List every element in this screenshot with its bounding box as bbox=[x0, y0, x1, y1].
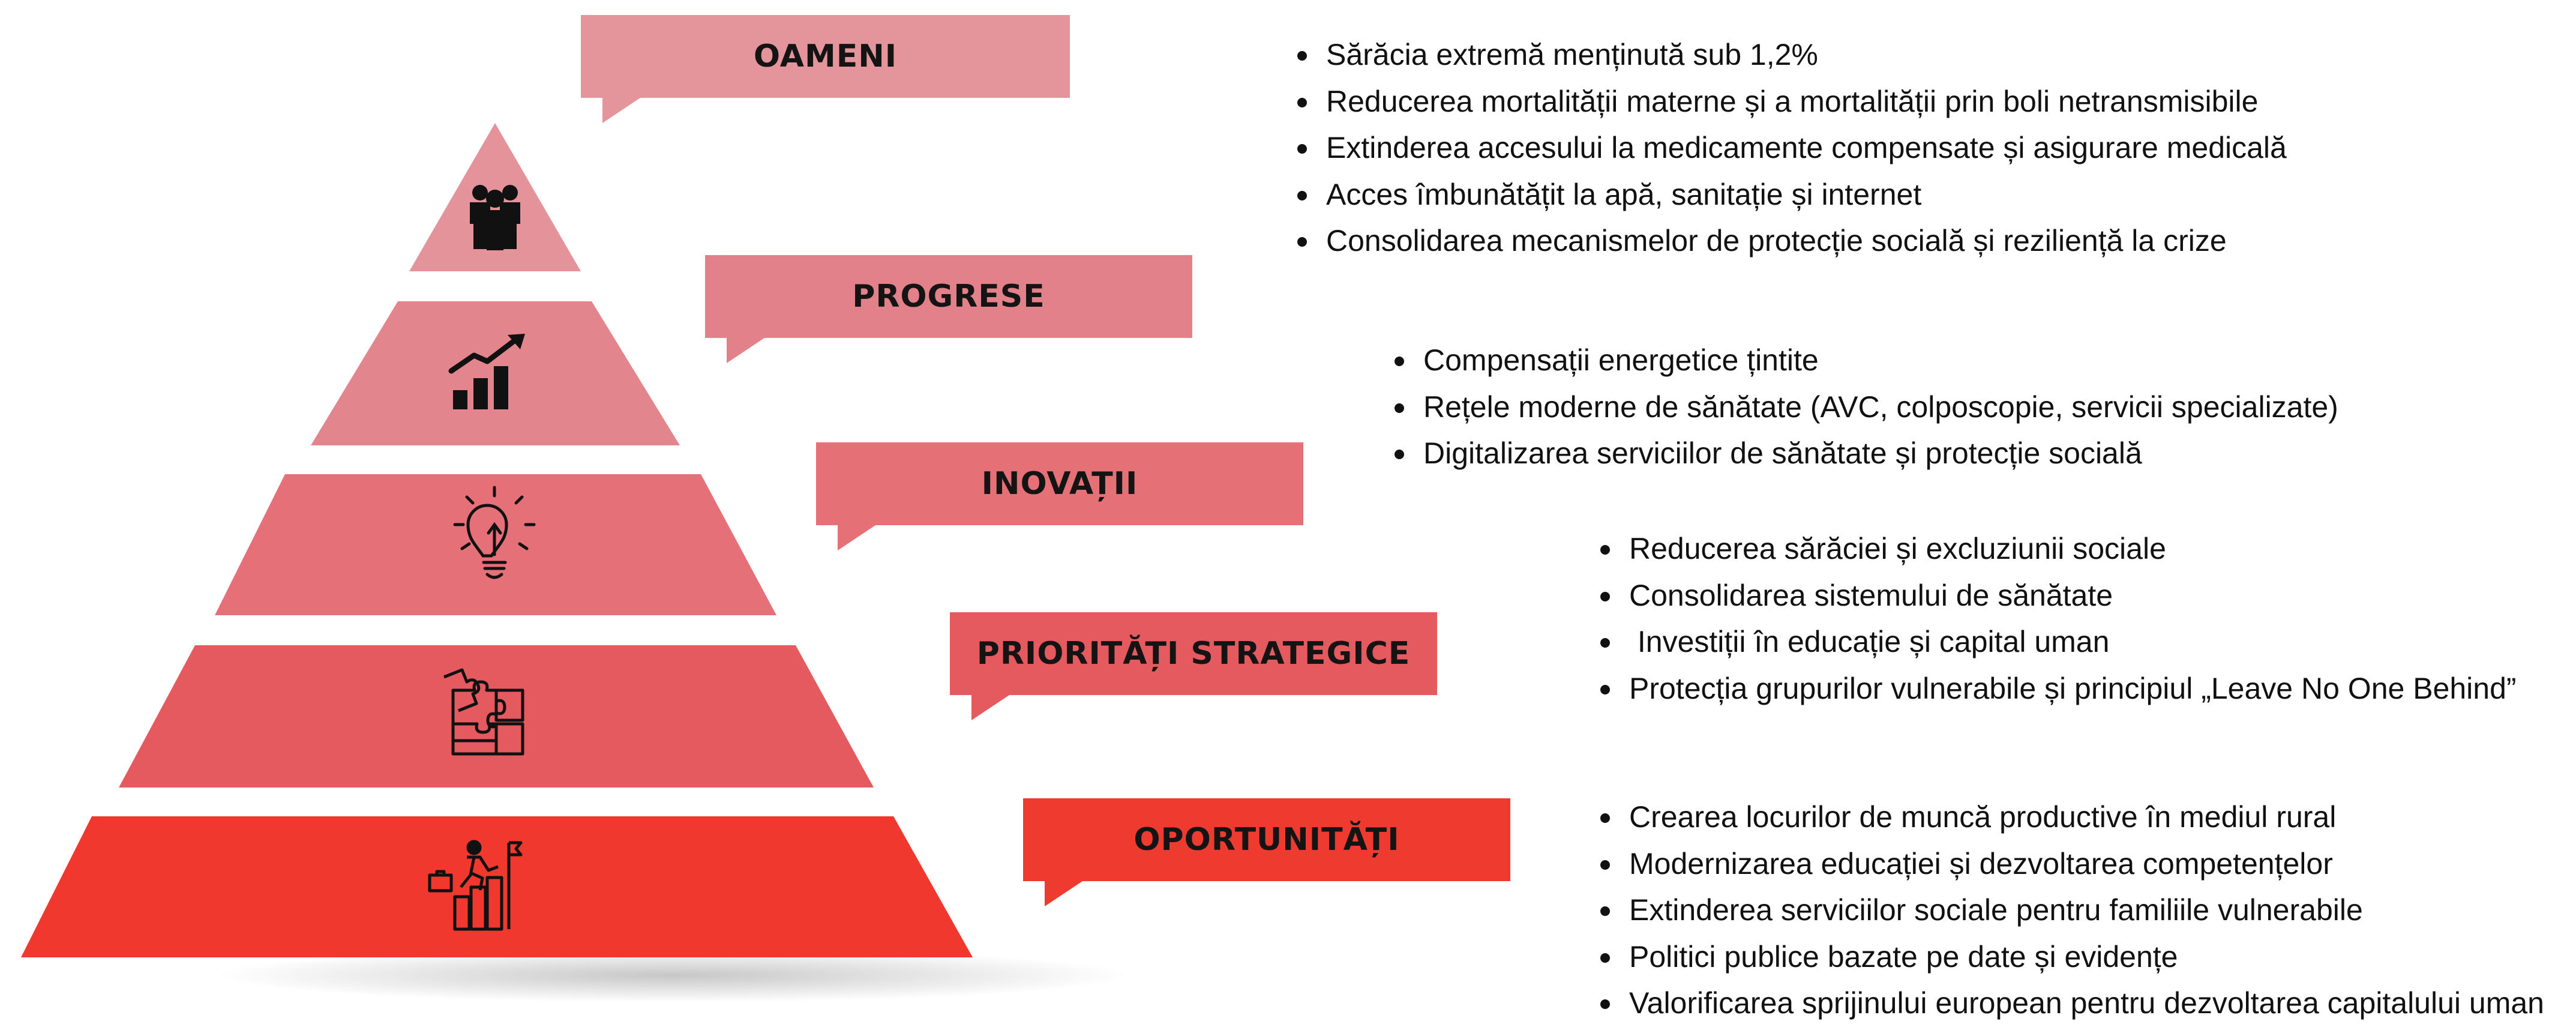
label-prioritati: PRIORITĂȚI STRATEGICE bbox=[950, 612, 1437, 720]
list-item: Politici publice bazate pe date și evide… bbox=[1599, 934, 2544, 981]
puzzle-icon bbox=[443, 668, 524, 756]
bullets-progrese: Compensații energetice țintite Rețele mo… bbox=[1393, 337, 2338, 477]
list-item: Reducerea mortalității materne și a mort… bbox=[1296, 79, 2287, 125]
pyramid-shadow bbox=[216, 948, 1128, 1002]
label-progrese-tail bbox=[727, 337, 766, 363]
list-item: Valorificarea sprijinului european pentr… bbox=[1599, 980, 2544, 1027]
growth-chart-icon bbox=[448, 334, 525, 409]
label-oameni: OAMENI bbox=[581, 15, 1070, 123]
label-oameni-text: OAMENI bbox=[753, 38, 898, 74]
list-item: Consolidarea mecanismelor de protecție s… bbox=[1296, 218, 2287, 265]
label-progrese: PROGRESE bbox=[705, 255, 1192, 363]
list-item: Extinderea accesului la medicamente comp… bbox=[1296, 125, 2287, 172]
label-oportunitati: OPORTUNITĂȚI bbox=[1023, 798, 1510, 906]
label-oportunitati-tail bbox=[1045, 880, 1084, 906]
list-item: Rețele moderne de sănătate (AVC, colposc… bbox=[1393, 384, 2338, 431]
lightbulb-icon bbox=[453, 486, 536, 579]
list-item: Sărăcia extremă menținută sub 1,2% bbox=[1296, 32, 2287, 79]
list-item: Protecția grupurilor vulnerabile și prin… bbox=[1599, 666, 2517, 712]
bullets-oameni: Sărăcia extremă menținută sub 1,2% Reduc… bbox=[1296, 32, 2287, 265]
bullets-prioritati: Crearea locurilor de muncă productive în… bbox=[1599, 794, 2544, 1027]
list-item: Digitalizarea serviciilor de sănătate și… bbox=[1393, 430, 2338, 477]
label-inovatii-text: INOVAȚII bbox=[981, 466, 1138, 502]
bullets-inovatii: Reducerea sărăciei și excluziunii social… bbox=[1599, 526, 2517, 712]
pyramid-tier-oportunitati bbox=[21, 816, 973, 957]
label-oameni-tail bbox=[602, 97, 642, 123]
label-prioritati-tail bbox=[971, 694, 1011, 720]
list-item: Reducerea sărăciei și excluziunii social… bbox=[1599, 526, 2517, 573]
label-prioritati-text: PRIORITĂȚI STRATEGICE bbox=[976, 636, 1411, 672]
list-item: Extinderea serviciilor sociale pentru fa… bbox=[1599, 887, 2544, 934]
list-item: Modernizarea educației și dezvoltarea co… bbox=[1599, 841, 2544, 888]
list-item: Crearea locurilor de muncă productive în… bbox=[1599, 794, 2544, 841]
label-progrese-text: PROGRESE bbox=[852, 279, 1045, 315]
people-group-icon bbox=[470, 185, 520, 250]
list-item: Consolidarea sistemului de sănătate bbox=[1599, 573, 2517, 619]
list-item: Investiții în educație și capital uman bbox=[1599, 619, 2517, 666]
list-item: Compensații energetice țintite bbox=[1393, 337, 2338, 384]
career-growth-icon bbox=[428, 840, 523, 931]
label-inovatii-tail bbox=[838, 524, 877, 550]
list-item: Acces îmbunătățit la apă, sanitație și i… bbox=[1296, 172, 2287, 218]
label-inovatii: INOVAȚII bbox=[816, 442, 1303, 550]
label-oportunitati-text: OPORTUNITĂȚI bbox=[1133, 822, 1400, 858]
